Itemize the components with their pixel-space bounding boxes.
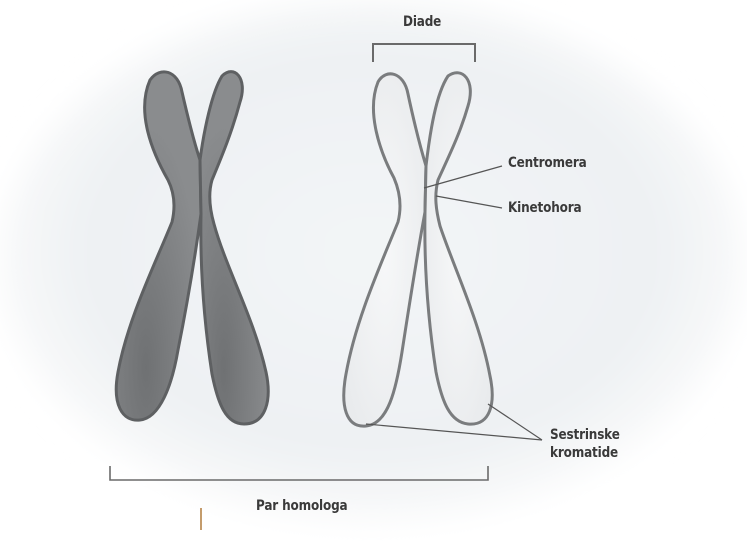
centromera-label: Centromera xyxy=(508,154,587,172)
kinetohora-label: Kinetohora xyxy=(508,199,581,217)
sestrinske-label-line1: Sestrinske xyxy=(550,426,627,444)
par-homologa-label: Par homologa xyxy=(256,497,347,515)
sestrinske-kromatide-label: Sestrinske kromatide xyxy=(550,426,627,462)
paper-background xyxy=(0,0,744,524)
diade-label: Diade xyxy=(403,13,441,31)
sestrinske-label-line2: kromatide xyxy=(550,444,627,462)
